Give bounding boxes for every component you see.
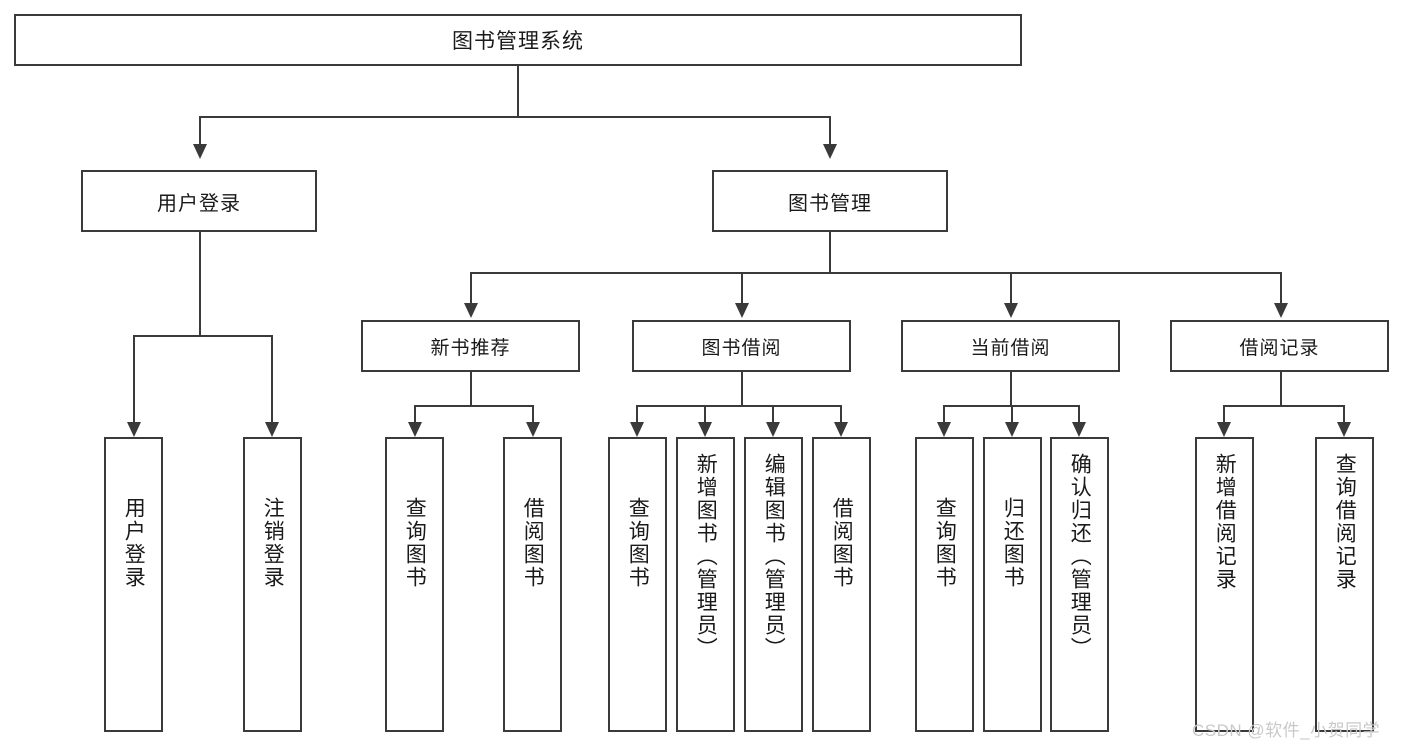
leaf-query-book-nbr[interactable]: 查询图书 xyxy=(385,437,444,732)
connector-bb-to-leaf-2 xyxy=(704,405,706,422)
connector-level3-bus xyxy=(470,272,1280,274)
connector-borrow-record-stem xyxy=(1280,372,1282,405)
connector-to-new-book-recommend xyxy=(470,272,472,303)
arrow-to-borrow-record xyxy=(1274,303,1288,318)
connector-bb-to-leaf-4 xyxy=(840,405,842,422)
connector-root-stem xyxy=(517,66,519,116)
leaf-label: 编辑图书（管理员） xyxy=(762,453,786,660)
node-label: 图书借阅 xyxy=(701,337,782,359)
arrow-to-current-borrow xyxy=(1004,303,1018,318)
node-current-borrow[interactable]: 当前借阅 xyxy=(901,320,1120,372)
leaf-confirm-return-admin[interactable]: 确认归还（管理员） xyxy=(1050,437,1109,732)
node-label: 当前借阅 xyxy=(970,337,1051,359)
leaf-query-book-bb[interactable]: 查询图书 xyxy=(608,437,667,732)
leaf-label: 借阅图书 xyxy=(830,497,854,589)
connector-book-borrow-bus xyxy=(636,405,841,407)
arrow-cb-to-leaf-2 xyxy=(1005,422,1019,437)
leaf-label: 查询图书 xyxy=(626,497,650,589)
arrow-user-login-to-leaf-1 xyxy=(127,422,141,437)
connector-current-borrow-stem xyxy=(1010,372,1012,405)
arrow-bb-to-leaf-3 xyxy=(766,422,780,437)
leaf-label: 注销登录 xyxy=(261,497,285,589)
node-label: 借阅记录 xyxy=(1239,337,1320,359)
connector-new-book-recommend-stem xyxy=(470,372,472,405)
leaf-return-book[interactable]: 归还图书 xyxy=(983,437,1042,732)
connector-nbr-to-leaf-2 xyxy=(532,405,534,422)
arrow-user-login-to-leaf-2 xyxy=(265,422,279,437)
arrow-bb-to-leaf-1 xyxy=(630,422,644,437)
arrow-to-new-book-recommend xyxy=(464,303,478,318)
leaf-label: 确认归还（管理员） xyxy=(1068,453,1092,660)
connector-nbr-to-leaf-1 xyxy=(414,405,416,422)
connector-bb-to-leaf-3 xyxy=(772,405,774,422)
node-new-book-recommend[interactable]: 新书推荐 xyxy=(361,320,580,372)
connector-root-bus xyxy=(199,116,831,118)
connector-to-book-borrow xyxy=(741,272,743,303)
node-user-login[interactable]: 用户登录 xyxy=(81,170,317,232)
leaf-label: 归还图书 xyxy=(1001,497,1025,589)
leaf-label: 查询借阅记录 xyxy=(1333,453,1357,591)
connector-user-login-bus xyxy=(133,335,273,337)
connector-user-login-to-leaf-1 xyxy=(133,335,135,422)
node-label: 图书管理系统 xyxy=(452,30,584,53)
connector-book-management-stem xyxy=(829,232,831,272)
connector-root-to-book-management xyxy=(829,116,831,144)
connector-user-login-to-leaf-2 xyxy=(271,335,273,422)
arrow-nbr-to-leaf-2 xyxy=(526,422,540,437)
leaf-label: 用户登录 xyxy=(122,497,146,589)
leaf-label: 新增借阅记录 xyxy=(1213,453,1237,591)
arrow-br-to-leaf-2 xyxy=(1337,422,1351,437)
leaf-add-borrow-record[interactable]: 新增借阅记录 xyxy=(1195,437,1254,732)
connector-cb-to-leaf-2 xyxy=(1011,405,1013,422)
leaf-borrow-book-nbr[interactable]: 借阅图书 xyxy=(503,437,562,732)
node-label: 用户登录 xyxy=(157,192,241,215)
arrow-bb-to-leaf-4 xyxy=(834,422,848,437)
connector-user-login-stem xyxy=(199,232,201,335)
leaf-query-borrow-record[interactable]: 查询借阅记录 xyxy=(1315,437,1374,732)
connector-br-to-leaf-1 xyxy=(1223,405,1225,422)
arrow-root-to-book-management xyxy=(823,144,837,159)
connector-br-to-leaf-2 xyxy=(1343,405,1345,422)
leaf-label: 新增图书（管理员） xyxy=(694,453,718,660)
node-borrow-record[interactable]: 借阅记录 xyxy=(1170,320,1389,372)
connector-book-borrow-stem xyxy=(741,372,743,405)
connector-to-borrow-record xyxy=(1280,272,1282,303)
connector-borrow-record-bus xyxy=(1223,405,1344,407)
node-book-borrow[interactable]: 图书借阅 xyxy=(632,320,851,372)
arrow-bb-to-leaf-2 xyxy=(698,422,712,437)
leaf-add-book-admin[interactable]: 新增图书（管理员） xyxy=(676,437,735,732)
arrow-nbr-to-leaf-1 xyxy=(408,422,422,437)
arrow-to-book-borrow xyxy=(735,303,749,318)
arrow-root-to-user-login xyxy=(193,144,207,159)
leaf-edit-book-admin[interactable]: 编辑图书（管理员） xyxy=(744,437,803,732)
arrow-cb-to-leaf-3 xyxy=(1072,422,1086,437)
connector-bb-to-leaf-1 xyxy=(636,405,638,422)
node-book-management[interactable]: 图书管理 xyxy=(712,170,948,232)
leaf-borrow-book-bb[interactable]: 借阅图书 xyxy=(812,437,871,732)
arrow-cb-to-leaf-1 xyxy=(937,422,951,437)
connector-new-book-recommend-bus xyxy=(414,405,534,407)
connector-to-current-borrow xyxy=(1010,272,1012,303)
node-root-book-management-system[interactable]: 图书管理系统 xyxy=(14,14,1022,66)
node-label: 图书管理 xyxy=(788,192,872,215)
connector-cb-to-leaf-3 xyxy=(1078,405,1080,422)
leaf-user-login[interactable]: 用户登录 xyxy=(104,437,163,732)
leaf-label: 查询图书 xyxy=(403,497,427,589)
arrow-br-to-leaf-1 xyxy=(1217,422,1231,437)
leaf-query-book-cb[interactable]: 查询图书 xyxy=(915,437,974,732)
leaf-label: 借阅图书 xyxy=(521,497,545,589)
node-label: 新书推荐 xyxy=(430,337,511,359)
connector-cb-to-leaf-1 xyxy=(943,405,945,422)
connector-root-to-user-login xyxy=(199,116,201,144)
leaf-logout[interactable]: 注销登录 xyxy=(243,437,302,732)
leaf-label: 查询图书 xyxy=(933,497,957,589)
watermark: CSDN @软件_小贺同学 xyxy=(1192,721,1381,740)
